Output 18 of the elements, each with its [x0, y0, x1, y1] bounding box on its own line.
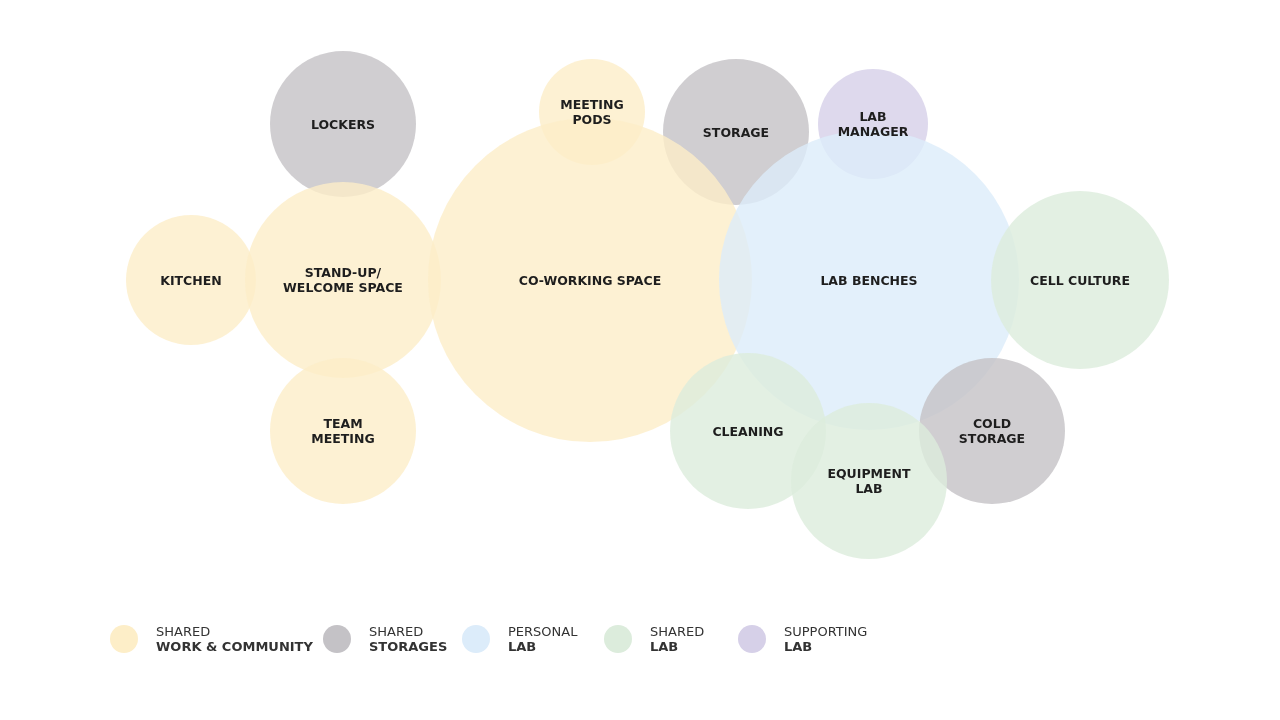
zone-label: STORAGE [701, 124, 771, 140]
zone-label: CLEANING [711, 423, 785, 439]
zone-label: TEAM MEETING [310, 416, 376, 446]
zone-label: CELL CULTURE [1028, 272, 1132, 288]
legend-label: PERSONAL LAB [508, 624, 578, 654]
zone-label: COLD STORAGE [957, 416, 1027, 446]
zone-label: CO-WORKING SPACE [517, 272, 663, 288]
zone-label: LAB BENCHES [819, 272, 919, 288]
legend-label: SHARED WORK & COMMUNITY [156, 624, 313, 654]
legend-label: SUPPORTING LAB [784, 624, 868, 654]
zone-label: STAND-UP/ WELCOME SPACE [282, 265, 404, 295]
zone-label: KITCHEN [159, 272, 223, 288]
zone-label: EQUIPMENT LAB [826, 466, 912, 496]
zone-label: LOCKERS [309, 116, 377, 132]
legend-label: SHARED STORAGES [369, 624, 448, 654]
zone-label: MEETING PODS [559, 97, 625, 127]
legend-label: SHARED LAB [650, 624, 705, 654]
zone-label: LAB MANAGER [836, 109, 910, 139]
